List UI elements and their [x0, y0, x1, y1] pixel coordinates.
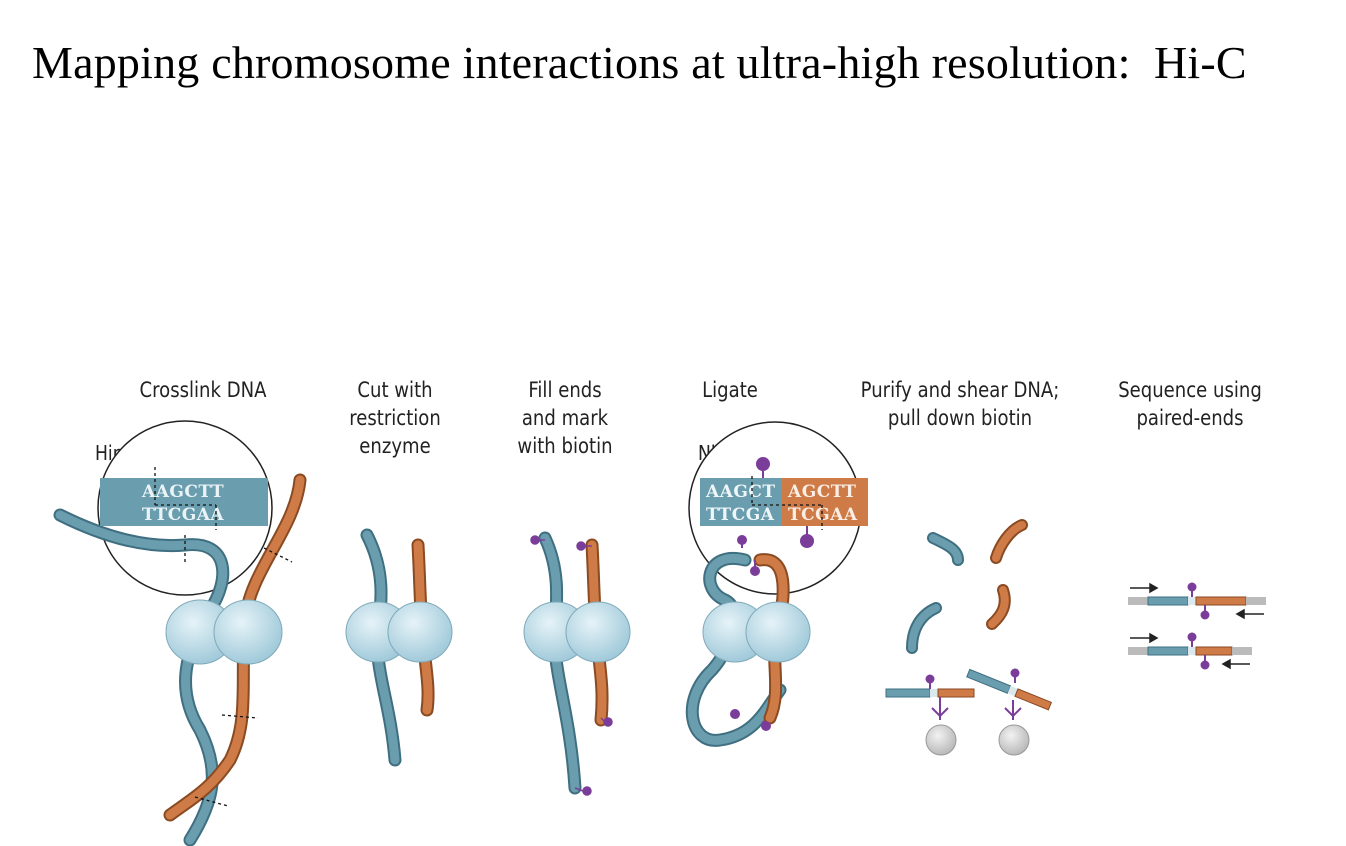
- step-crosslink-graphic: AAGCTT TTCGAA: [53, 420, 307, 846]
- biotin-streptavidin: [925, 668, 1022, 720]
- hindiii-seq-bottom: TTCGAA: [142, 505, 224, 525]
- biotin-marks: [530, 535, 613, 796]
- ligate-right-sequence-box: [782, 478, 868, 526]
- step-ligate-graphic: AAGCT TTCGA AGCTT TCGAA: [685, 421, 868, 747]
- step-label-purify: Purify and shear DNA;pull down biotin: [860, 378, 1060, 430]
- page-title: Mapping chromosome interactions at ultra…: [32, 37, 1247, 88]
- read-arrows: [1130, 582, 1264, 670]
- hindiii-sequence-box: [100, 478, 268, 526]
- step-label-crosslink: Crosslink DNA: [139, 378, 267, 402]
- biotin-marks-ligate: [730, 457, 814, 731]
- hindiii-seq-top: AAGCTT: [141, 482, 224, 502]
- step-purify-graphic: [885, 519, 1053, 756]
- ligate-left-sequence-box: [700, 478, 782, 526]
- step-sequence-graphic: [1128, 582, 1266, 670]
- ligate-seq-right-bottom: TCGAA: [788, 505, 858, 525]
- step-fill-ends-graphic: [523, 531, 631, 796]
- ligate-seq-right-top: AGCTT: [787, 482, 856, 502]
- ligate-seq-left-bottom: TTCGA: [706, 505, 775, 525]
- ligate-seq-left-top: AAGCT: [705, 482, 776, 502]
- step-cut-graphic: [345, 528, 453, 767]
- bead: [925, 724, 957, 756]
- step-label-ligate: Ligate: [702, 378, 758, 402]
- bead: [998, 724, 1030, 756]
